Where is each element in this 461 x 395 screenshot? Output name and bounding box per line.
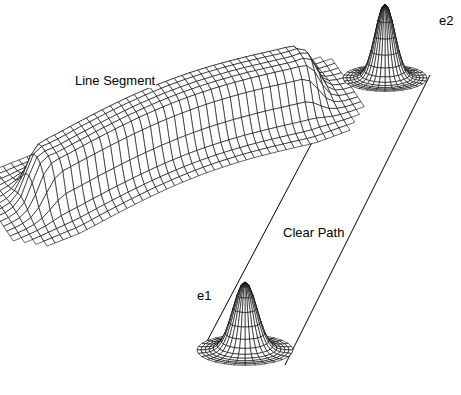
mesh-cell xyxy=(245,364,256,366)
mesh-cell xyxy=(382,10,384,23)
mesh-cell xyxy=(245,339,250,348)
mesh-cell xyxy=(245,282,249,286)
mesh-cell xyxy=(382,4,386,9)
mesh-cell xyxy=(382,4,385,9)
mesh-cell xyxy=(384,4,386,10)
mesh-cell xyxy=(380,68,385,77)
mesh-cell xyxy=(238,354,245,358)
mesh-cell xyxy=(379,82,385,85)
mesh-cell xyxy=(385,82,391,85)
mesh-cell xyxy=(245,282,248,287)
mesh-cell xyxy=(241,282,245,287)
mesh-cell xyxy=(245,282,249,287)
mesh-cell xyxy=(21,234,32,242)
mesh-cell xyxy=(385,4,387,10)
mesh-cell xyxy=(385,77,391,83)
mesh-cell xyxy=(383,4,385,10)
mesh-cell xyxy=(384,4,386,10)
mesh-cell xyxy=(245,282,247,287)
mesh-cell xyxy=(247,287,250,298)
mesh-cell xyxy=(255,363,266,365)
mesh-cell xyxy=(243,287,245,298)
mesh-cell xyxy=(386,10,388,23)
mesh-cell xyxy=(385,4,387,10)
mesh-cell xyxy=(382,4,385,9)
mesh-cell xyxy=(385,55,389,68)
mesh-cell xyxy=(382,4,385,9)
mesh-cell xyxy=(380,77,386,83)
mesh-cell xyxy=(234,364,245,366)
path-boundary xyxy=(285,75,430,365)
mesh-cell xyxy=(385,39,388,55)
mesh-cell xyxy=(245,327,250,340)
mesh-cell xyxy=(240,339,245,348)
mesh-cell xyxy=(381,9,384,22)
mesh-cell xyxy=(385,23,387,40)
mesh-cell xyxy=(246,287,249,298)
mesh-cell xyxy=(385,90,394,91)
mesh-cell xyxy=(382,39,385,55)
mesh-cell xyxy=(381,55,385,68)
path-boundary xyxy=(205,80,345,345)
mesh-cell xyxy=(44,238,55,246)
mesh-cell xyxy=(385,4,387,10)
mesh-cell xyxy=(385,4,388,9)
mesh-cell xyxy=(385,4,389,9)
mesh-cell xyxy=(33,236,44,244)
mesh-cell xyxy=(241,327,246,340)
mesh-cell xyxy=(245,312,249,327)
figure-label: Line Segment xyxy=(74,74,156,88)
mesh-cell xyxy=(241,282,245,286)
mesh-cell xyxy=(241,282,245,286)
mesh-cell xyxy=(242,287,245,298)
mesh-cell xyxy=(385,4,388,9)
figure-label: Clear Path xyxy=(282,226,345,240)
mesh-cell xyxy=(10,233,21,241)
mesh-cell xyxy=(243,282,245,287)
mesh-cell xyxy=(241,312,245,327)
figure-label: e2 xyxy=(438,14,454,28)
mesh-cell xyxy=(240,287,243,298)
mesh-cell xyxy=(242,298,245,313)
mesh-cell xyxy=(385,68,390,77)
mesh-cell xyxy=(245,282,249,286)
mesh-cell xyxy=(244,282,246,287)
mesh-cell xyxy=(367,89,377,91)
mesh-cell xyxy=(239,348,245,354)
mesh-cell xyxy=(215,361,226,364)
mesh-cell xyxy=(245,282,247,287)
mesh-cell xyxy=(245,282,248,287)
mesh-cell xyxy=(385,4,388,9)
mesh-cell xyxy=(242,282,245,287)
mesh-cell xyxy=(383,10,385,23)
mesh-cell xyxy=(245,348,251,354)
mesh-cell xyxy=(264,361,275,364)
mesh-cell xyxy=(224,363,235,365)
mesh-cell xyxy=(376,90,385,91)
mesh-cell xyxy=(245,298,248,313)
mesh-cell xyxy=(394,89,404,91)
figure-label: e1 xyxy=(196,289,212,303)
mesh-cell xyxy=(383,23,385,40)
mesh-cell xyxy=(387,9,390,22)
mesh-cell xyxy=(243,282,246,287)
mesh-cell xyxy=(245,354,252,358)
